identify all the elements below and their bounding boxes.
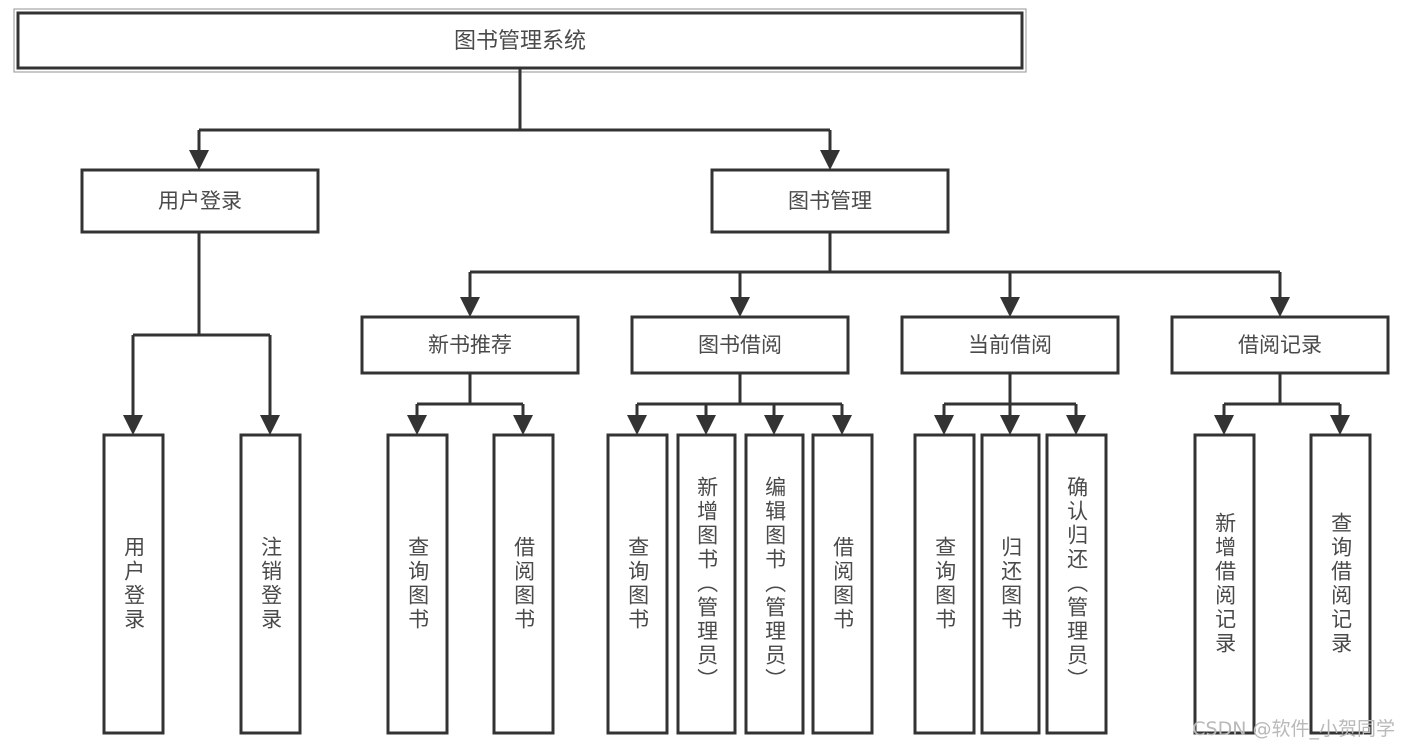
leaf-box-book-borrow-1[interactable] bbox=[606, 433, 669, 735]
node-current-borrow-label: 当前借阅 bbox=[968, 333, 1052, 357]
node-current-borrow[interactable]: 当前借阅 bbox=[900, 315, 1120, 375]
node-borrow-record[interactable]: 借阅记录 bbox=[1170, 315, 1390, 375]
arrow-borrow-record-leaf-2 bbox=[1330, 415, 1350, 435]
node-new-book-recommend[interactable]: 新书推荐 bbox=[360, 315, 580, 375]
leaf-box-borrow-record-1[interactable] bbox=[1193, 433, 1256, 735]
node-root-label: 图书管理系统 bbox=[454, 29, 586, 54]
node-book-manage-label: 图书管理 bbox=[788, 189, 872, 213]
node-user-login-box[interactable] bbox=[80, 168, 320, 234]
arrow-borrow-record-leaf-1 bbox=[1214, 415, 1234, 435]
csdn-watermark: CSDN @软件_小贺同学 bbox=[1192, 718, 1395, 740]
arrow-new-book-leaf-1 bbox=[407, 415, 427, 435]
nodes-layer: 图书管理系统 用户登录 图书管理 新书推荐 图书借阅 当前 bbox=[13, 8, 1390, 735]
leaf-box-book-borrow-4[interactable] bbox=[811, 433, 874, 735]
node-book-borrow-box[interactable] bbox=[630, 315, 850, 375]
arrow-user-login-leaf-2 bbox=[260, 415, 280, 435]
arrow-book-borrow-leaf-4 bbox=[832, 415, 852, 435]
leaf-box-book-borrow-3[interactable] bbox=[744, 433, 805, 735]
connectors-layer bbox=[123, 68, 1350, 435]
leaf-box-user-login-1[interactable] bbox=[102, 433, 165, 735]
node-book-borrow[interactable]: 图书借阅 bbox=[630, 315, 850, 375]
leaf-box-new-book-1[interactable] bbox=[386, 433, 449, 735]
node-book-manage[interactable]: 图书管理 bbox=[710, 168, 950, 234]
arrow-book-borrow-leaf-1 bbox=[627, 415, 647, 435]
arrow-book-borrow-leaf-2 bbox=[696, 415, 716, 435]
node-root-box[interactable] bbox=[16, 11, 1024, 70]
node-borrow-record-box[interactable] bbox=[1170, 315, 1390, 375]
node-book-manage-box[interactable] bbox=[710, 168, 950, 234]
leaf-box-borrow-record-2[interactable] bbox=[1309, 433, 1372, 735]
node-new-book-recommend-box[interactable] bbox=[360, 315, 580, 375]
arrow-book-borrow-leaf-3 bbox=[764, 415, 784, 435]
node-root[interactable]: 图书管理系统 bbox=[13, 8, 1027, 73]
node-root-box-shadow bbox=[13, 8, 1027, 73]
node-borrow-record-label: 借阅记录 bbox=[1238, 333, 1322, 357]
arrow-current-borrow-leaf-3 bbox=[1066, 415, 1086, 435]
arrow-to-book-borrow bbox=[730, 297, 750, 317]
arrow-to-new-book bbox=[460, 297, 480, 317]
arrow-to-current-borrow bbox=[1000, 297, 1020, 317]
node-current-borrow-box[interactable] bbox=[900, 315, 1120, 375]
arrow-new-book-leaf-2 bbox=[513, 415, 533, 435]
arrow-to-borrow-record bbox=[1270, 297, 1290, 317]
leaf-box-current-borrow-2[interactable] bbox=[980, 433, 1041, 735]
arrow-current-borrow-leaf-1 bbox=[934, 415, 954, 435]
arrow-current-borrow-leaf-2 bbox=[1000, 415, 1020, 435]
leaf-box-new-book-2[interactable] bbox=[492, 433, 555, 735]
leaf-box-book-borrow-2[interactable] bbox=[676, 433, 737, 735]
arrow-to-user-login bbox=[189, 150, 209, 170]
arrow-to-book-manage bbox=[820, 150, 840, 170]
leaf-box-user-login-2[interactable] bbox=[239, 433, 302, 735]
node-book-borrow-label: 图书借阅 bbox=[698, 333, 782, 357]
node-new-book-recommend-label: 新书推荐 bbox=[428, 333, 512, 357]
leaf-box-current-borrow-1[interactable] bbox=[913, 433, 976, 735]
arrow-user-login-leaf-1 bbox=[123, 415, 143, 435]
node-user-login-label: 用户登录 bbox=[158, 189, 242, 213]
leaf-box-current-borrow-3[interactable] bbox=[1045, 433, 1108, 735]
node-user-login[interactable]: 用户登录 bbox=[80, 168, 320, 234]
